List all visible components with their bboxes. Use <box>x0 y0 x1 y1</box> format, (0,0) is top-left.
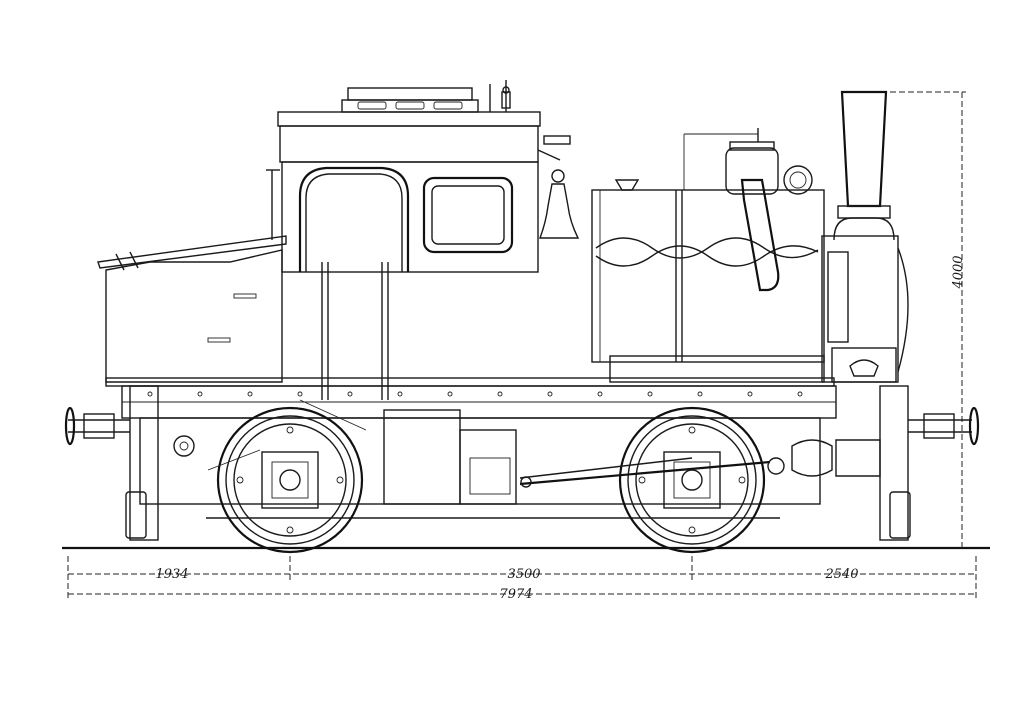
side-tank <box>383 409 517 505</box>
coupling-rod <box>173 399 785 488</box>
dim-rear-overhang: 2540 <box>824 567 858 582</box>
rear-buffer-beam <box>64 385 159 541</box>
boiler <box>538 128 825 383</box>
dim-total-length: 7974 <box>499 587 532 602</box>
chimney <box>833 90 895 241</box>
coal-bunker <box>97 169 287 383</box>
dim-front-overhang: 1934 <box>155 567 188 582</box>
smokebox <box>821 235 909 383</box>
main-frame <box>105 377 837 519</box>
dim-wheelbase: 3500 <box>507 567 540 582</box>
rear-wheel <box>216 406 364 554</box>
front-buffer-beam <box>791 385 980 541</box>
dimension-lines <box>67 91 977 598</box>
dim-height: 4000 <box>951 255 966 289</box>
cab <box>277 80 571 400</box>
front-wheel <box>618 406 766 554</box>
